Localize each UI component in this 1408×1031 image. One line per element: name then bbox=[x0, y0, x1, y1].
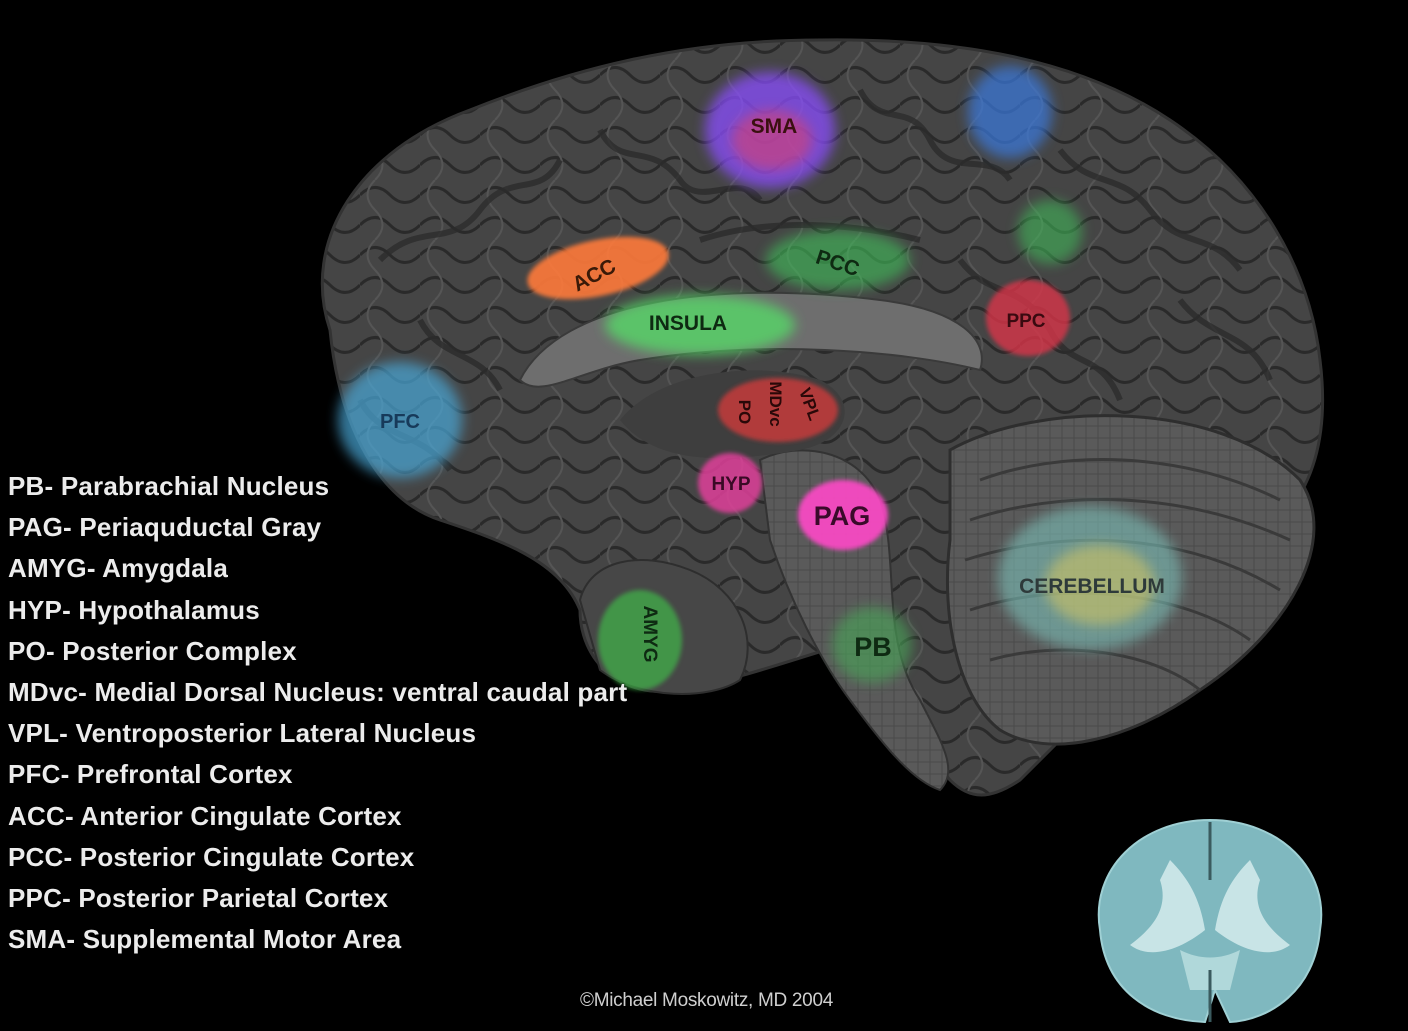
legend-item: HYP- Hypothalamus bbox=[8, 590, 627, 631]
legend-abbr: PCC bbox=[8, 842, 64, 872]
legend-full: Ventroposterior Lateral Nucleus bbox=[75, 718, 476, 748]
amyg-label: AMYG bbox=[639, 606, 660, 663]
legend-abbr: PPC bbox=[8, 883, 62, 913]
po-label: PO bbox=[735, 400, 754, 425]
insula-label: INSULA bbox=[649, 312, 727, 335]
copyright-credit: ©Michael Moskowitz, MD 2004 bbox=[580, 990, 833, 1012]
legend-item: SMA- Supplemental Motor Area bbox=[8, 919, 627, 960]
legend-full: Medial Dorsal Nucleus: ventral caudal pa… bbox=[94, 677, 627, 707]
cerebellum-label: CEREBELLUM bbox=[1019, 575, 1165, 598]
legend-abbr: ACC bbox=[8, 801, 65, 831]
legend-full: Anterior Cingulate Cortex bbox=[80, 801, 401, 831]
legend-full: Posterior Complex bbox=[62, 636, 297, 666]
legend-item: ACC- Anterior Cingulate Cortex bbox=[8, 796, 627, 837]
legend-item: PO- Posterior Complex bbox=[8, 631, 627, 672]
unlabeled-green-region bbox=[1018, 200, 1082, 264]
legend-item: PAG- Periaquductal Gray bbox=[8, 507, 627, 548]
legend-abbr: MDvc bbox=[8, 677, 78, 707]
spinal-cord-section bbox=[1099, 820, 1322, 1022]
unlabeled-blue-region bbox=[968, 66, 1052, 158]
legend-full: Posterior Parietal Cortex bbox=[78, 883, 388, 913]
legend-abbr: PFC bbox=[8, 759, 61, 789]
legend-full: Periaquductal Gray bbox=[79, 512, 321, 542]
legend-abbr: SMA bbox=[8, 924, 66, 954]
pag-label: PAG bbox=[814, 501, 871, 531]
legend-abbr: VPL bbox=[8, 718, 59, 748]
legend-abbr: HYP bbox=[8, 595, 62, 625]
legend-item: PFC- Prefrontal Cortex bbox=[8, 754, 627, 795]
legend-abbr: AMYG bbox=[8, 553, 87, 583]
legend-full: Supplemental Motor Area bbox=[83, 924, 402, 954]
legend-full: Prefrontal Cortex bbox=[77, 759, 293, 789]
legend-item: PCC- Posterior Cingulate Cortex bbox=[8, 837, 627, 878]
pb-label: PB bbox=[854, 632, 892, 662]
sma-label: SMA bbox=[751, 115, 798, 138]
legend-abbr: PO bbox=[8, 636, 46, 666]
legend-item: PPC- Posterior Parietal Cortex bbox=[8, 878, 627, 919]
legend-full: Hypothalamus bbox=[78, 595, 260, 625]
legend-abbr: PAG bbox=[8, 512, 63, 542]
legend-item: MDvc- Medial Dorsal Nucleus: ventral cau… bbox=[8, 672, 627, 713]
legend-item: AMYG- Amygdala bbox=[8, 548, 627, 589]
abbreviation-legend: PB- Parabrachial Nucleus PAG- Periaquduc… bbox=[8, 466, 627, 960]
legend-abbr: PB bbox=[8, 471, 45, 501]
hyp-label: HYP bbox=[711, 474, 750, 495]
legend-full: Posterior Cingulate Cortex bbox=[80, 842, 415, 872]
ppc-label: PPC bbox=[1006, 311, 1045, 332]
legend-full: Parabrachial Nucleus bbox=[61, 471, 329, 501]
legend-item: VPL- Ventroposterior Lateral Nucleus bbox=[8, 713, 627, 754]
pfc-label: PFC bbox=[380, 411, 420, 433]
legend-item: PB- Parabrachial Nucleus bbox=[8, 466, 627, 507]
legend-full: Amygdala bbox=[102, 553, 228, 583]
mdvc-label: MDvc bbox=[766, 381, 785, 426]
